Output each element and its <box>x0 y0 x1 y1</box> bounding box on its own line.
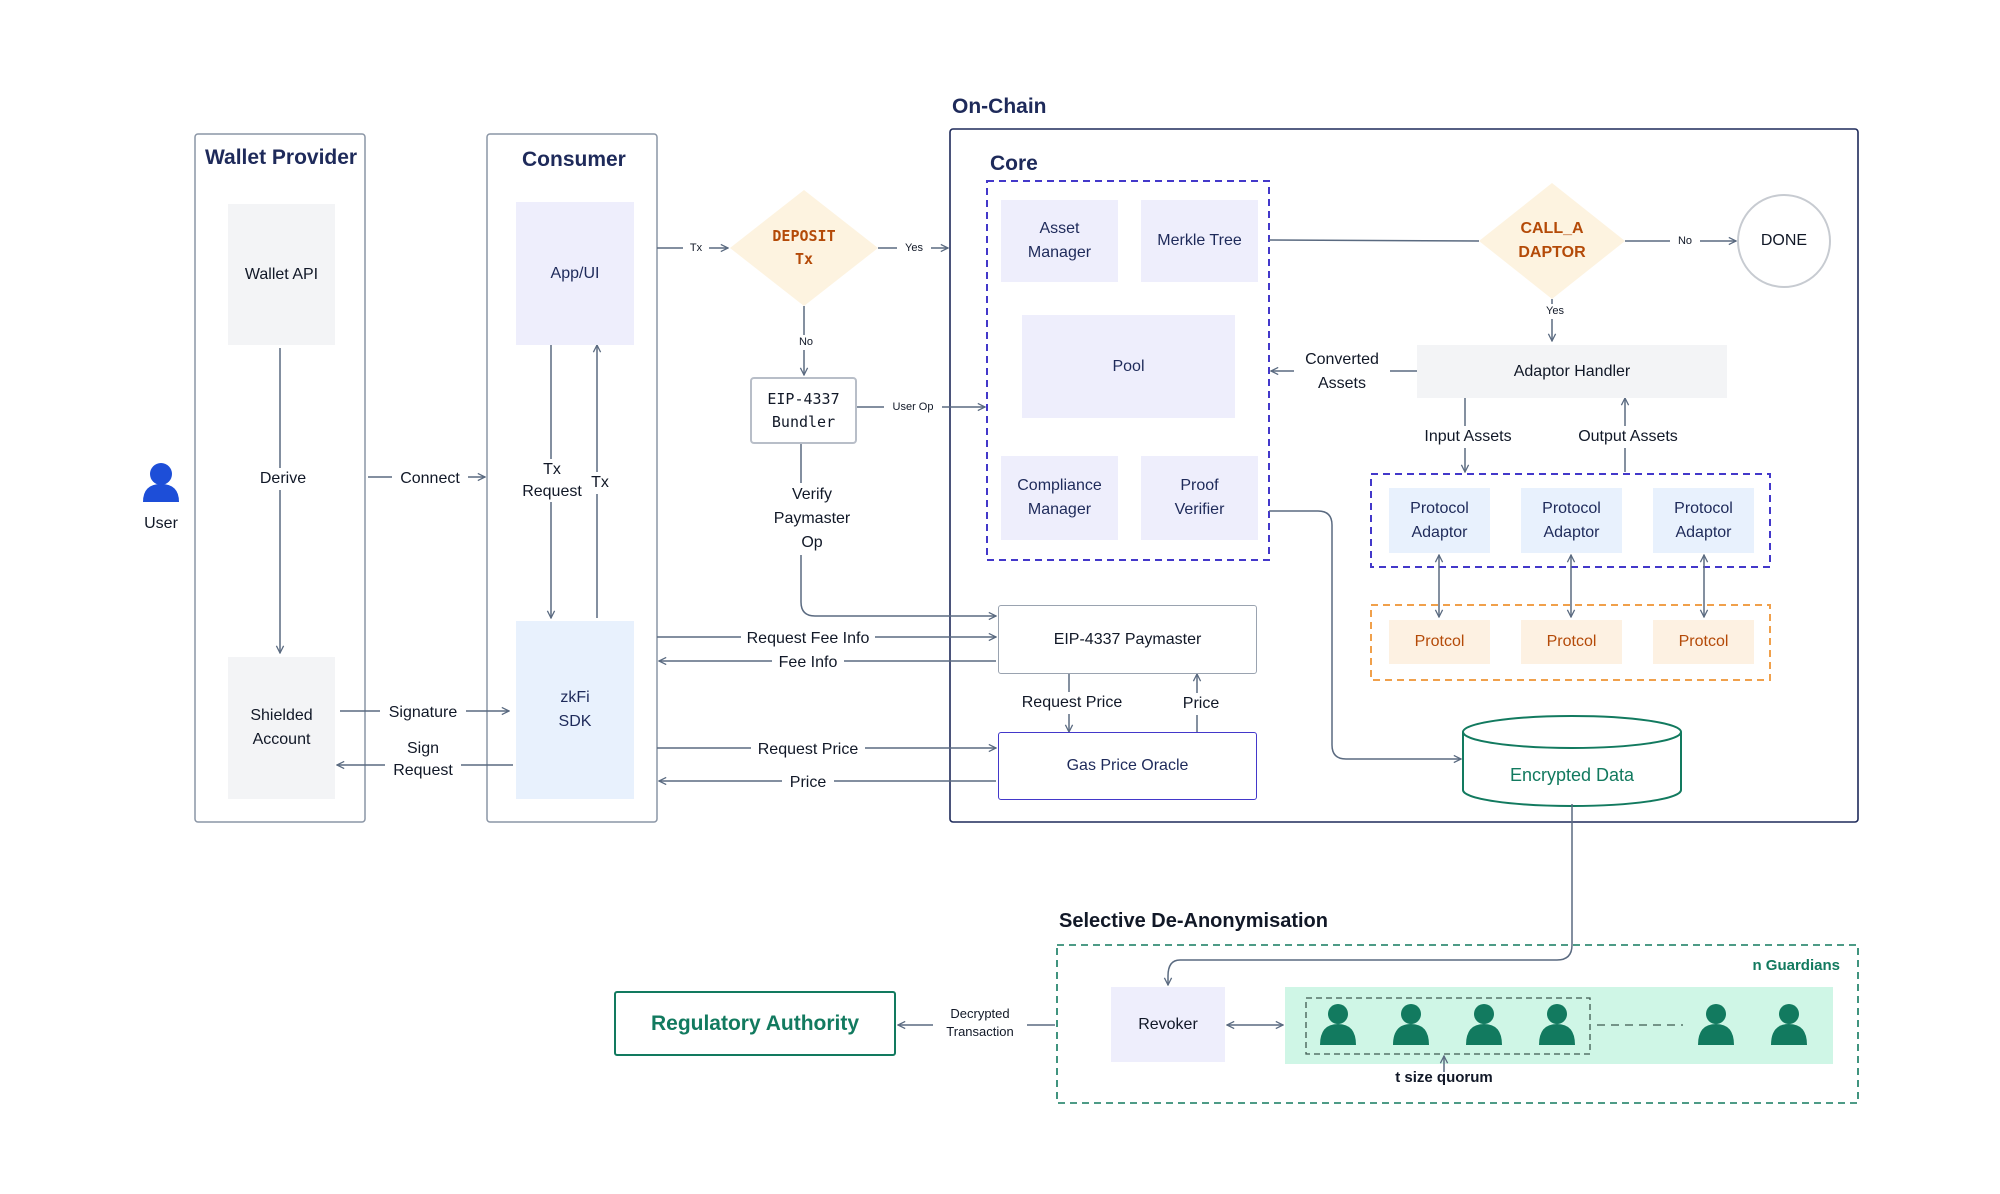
n-guardians-label: n Guardians <box>1752 957 1840 974</box>
deposit-yes-label: Yes <box>897 241 931 256</box>
zkfi-sdk-box: zkFi SDK <box>516 621 634 799</box>
paymaster-box: EIP-4337 Paymaster <box>998 605 1257 674</box>
deposit-tx-diamond <box>730 190 878 306</box>
encrypted-data-cylinder <box>1462 715 1682 807</box>
call-no-label: No <box>1670 234 1700 249</box>
guardian-icon <box>1539 1004 1575 1045</box>
verify-paymaster-label: Verify Paymaster Op <box>763 483 861 555</box>
wallet-provider-title: Wallet Provider <box>205 146 358 169</box>
user-label: User <box>144 515 178 532</box>
fee-info-label: Fee Info <box>772 652 844 674</box>
guardian-icon <box>1466 1004 1502 1045</box>
done-label: DONE <box>1760 232 1808 249</box>
proof-verifier-box: Proof Verifier <box>1141 456 1258 540</box>
adaptor-handler-box: Adaptor Handler <box>1417 345 1727 398</box>
protocol-2: Protcol <box>1521 620 1622 664</box>
call-yes-label: Yes <box>1537 304 1573 319</box>
app-ui-box: App/UI <box>516 202 634 345</box>
request-price-label-left: Request Price <box>751 739 865 761</box>
converted-assets-label: Converted Assets <box>1294 348 1390 396</box>
user-op-label: User Op <box>884 400 942 415</box>
request-fee-info-label: Request Fee Info <box>741 628 875 650</box>
wallet-provider-container <box>194 133 366 823</box>
price-label-oracle: Price <box>1175 693 1227 715</box>
quorum-group <box>1305 997 1591 1055</box>
on-chain-container <box>949 128 1859 823</box>
asset-manager-box: Asset Manager <box>1001 200 1118 282</box>
core-container <box>986 180 1270 561</box>
bundler-box: EIP-4337 Bundler <box>750 377 857 444</box>
derive-label: Derive <box>251 468 315 490</box>
quorum-label: t size quorum <box>1395 1069 1493 1086</box>
deposit-no-label: No <box>791 335 821 350</box>
pool-box: Pool <box>1022 315 1235 418</box>
revoker-box: Revoker <box>1111 987 1225 1062</box>
selective-de-anon-title: Selective De-Anonymisation <box>1059 910 1328 932</box>
signature-label: Signature <box>380 702 466 724</box>
decrypted-transaction-label: Decrypted Transaction <box>933 1005 1027 1041</box>
protocol-adaptor-3: Protocol Adaptor <box>1653 488 1754 553</box>
done-circle <box>1737 194 1831 288</box>
guardian-icon <box>1698 1004 1734 1045</box>
guardian-icon <box>1393 1004 1429 1045</box>
output-assets-label: Output Assets <box>1566 426 1690 448</box>
compliance-manager-box: Compliance Manager <box>1001 456 1118 540</box>
deposit-tx-label: DEPOSIT Tx <box>772 226 836 268</box>
consumer-title: Consumer <box>522 148 626 171</box>
de-anon-container <box>1056 944 1859 1104</box>
merkle-tree-box: Merkle Tree <box>1141 200 1258 282</box>
gas-price-oracle-box: Gas Price Oracle <box>998 732 1257 800</box>
encrypted-data-label: Encrypted Data <box>1509 764 1635 785</box>
guardian-icon <box>1320 1004 1356 1045</box>
call-adaptor-label: CALL_A DAPTOR <box>1518 220 1586 261</box>
user-icon <box>143 463 179 502</box>
protocol-1: Protcol <box>1389 620 1490 664</box>
tx-request-label: Tx Request <box>514 459 590 503</box>
protocol-adaptor-1: Protocol Adaptor <box>1389 488 1490 553</box>
tx-to-deposit-label: Tx <box>683 241 709 256</box>
sign-request-label: Sign Request <box>385 738 461 782</box>
input-assets-label: Input Assets <box>1407 426 1529 448</box>
protocol-adaptor-2: Protocol Adaptor <box>1521 488 1622 553</box>
regulatory-authority-box: Regulatory Authority <box>614 991 896 1056</box>
protocol-group <box>1370 604 1771 681</box>
request-price-label-oracle: Request Price <box>1015 692 1129 714</box>
call-adaptor-diamond <box>1479 183 1625 299</box>
shielded-account-box: Shielded Account <box>228 657 335 799</box>
tx-label: Tx <box>585 472 615 494</box>
price-label-left: Price <box>782 772 834 794</box>
core-title: Core <box>990 152 1038 175</box>
consumer-container <box>486 133 658 823</box>
guardian-icons <box>1320 1004 1807 1045</box>
connect-label: Connect <box>392 468 468 490</box>
adaptor-group <box>1370 473 1771 568</box>
protocol-3: Protcol <box>1653 620 1754 664</box>
on-chain-title: On-Chain <box>952 95 1047 118</box>
guardian-icon <box>1771 1004 1807 1045</box>
wallet-api-box: Wallet API <box>228 204 335 345</box>
